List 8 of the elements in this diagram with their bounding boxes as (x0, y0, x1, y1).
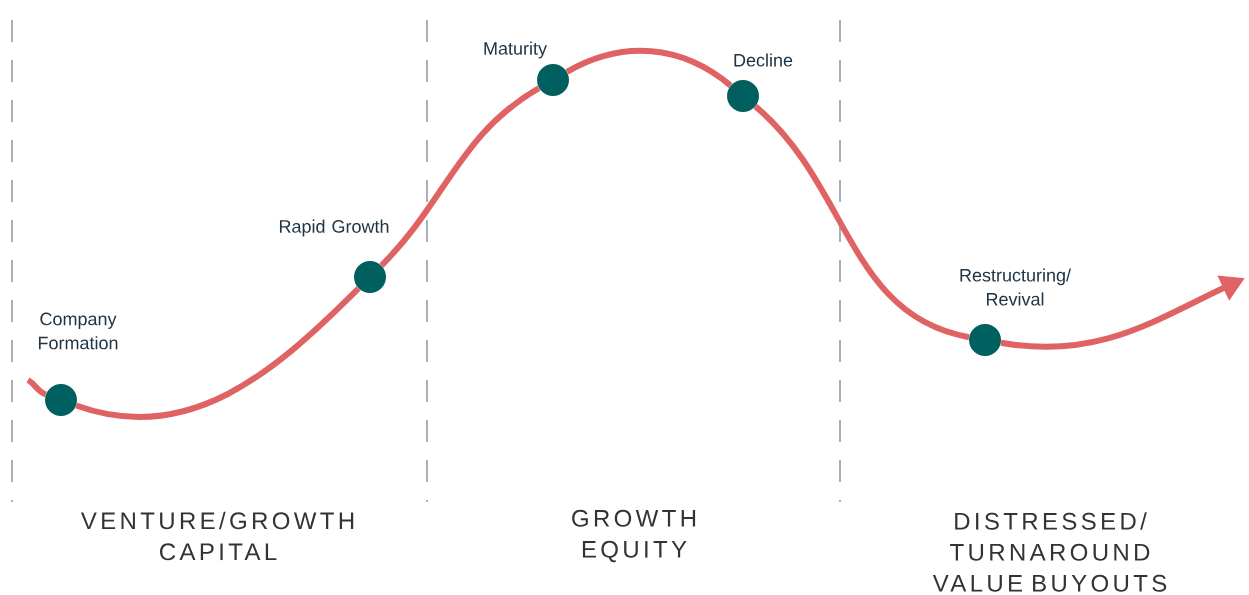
stage-label: Decline (734, 53, 793, 67)
stage-label: Company Formation (38, 312, 118, 350)
phase-label: DISTRESSED/ TURNAROUND VALUE BUYOUTS (932, 512, 1167, 592)
stage-label: Restructuring/ Revival (960, 268, 1071, 306)
stage-label: Rapid Growth (279, 219, 389, 237)
stage-label: Maturity (484, 41, 547, 59)
phase-label: VENTURE/GROWTH CAPITAL (80, 511, 354, 561)
phase-label: GROWTH EQUITY (572, 509, 696, 563)
